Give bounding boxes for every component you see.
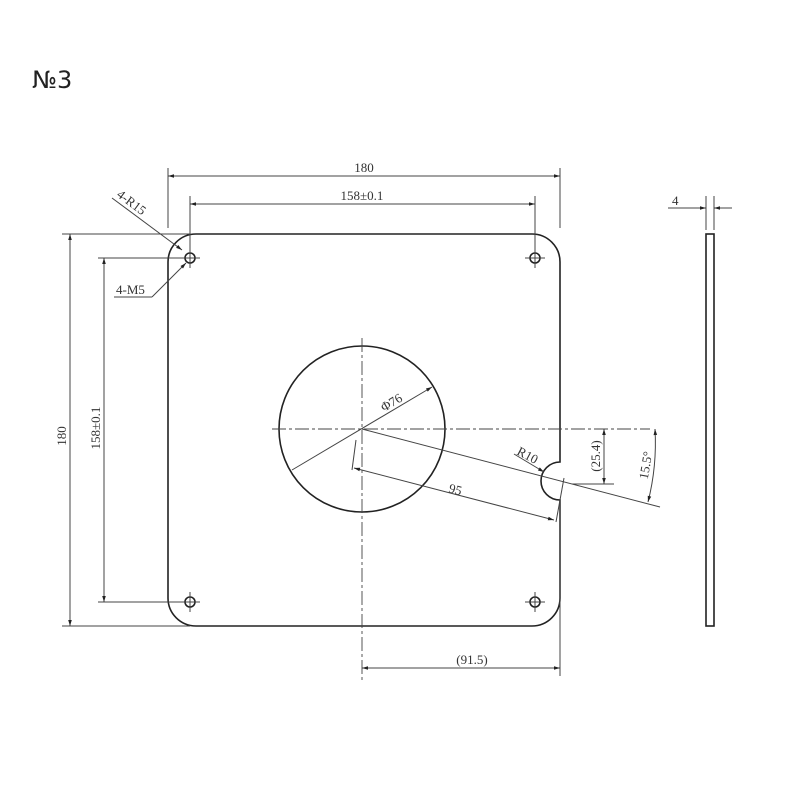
svg-text:95: 95 [447, 480, 463, 498]
svg-text:(25.4): (25.4) [588, 440, 603, 471]
hole-tr [525, 248, 545, 268]
svg-text:15.5°: 15.5° [636, 450, 656, 480]
hole-br [525, 592, 545, 612]
dim-overall-width: 180 [167, 160, 561, 228]
leader-corner-radius: 4-R15 [111, 186, 183, 251]
dim-center-to-edge: (91.5) [362, 500, 561, 676]
dim-notch: 95 R10 (25.4) 15.5° [351, 428, 661, 523]
svg-text:(91.5): (91.5) [456, 652, 487, 667]
hole-tl [180, 248, 200, 268]
svg-text:180: 180 [354, 160, 374, 175]
dim-hole-spacing-height: 158±0.1 [88, 257, 182, 603]
drawing-title: №3 [32, 66, 73, 94]
dim-hole-spacing-width: 158±0.1 [189, 188, 536, 250]
svg-text:R10: R10 [515, 443, 541, 466]
side-view: 4 [668, 193, 732, 627]
mounting-holes [180, 248, 545, 612]
leader-mounting-holes: 4-M5 [114, 262, 187, 298]
svg-text:4-M5: 4-M5 [116, 282, 145, 297]
svg-text:158±0.1: 158±0.1 [341, 188, 384, 203]
svg-text:158±0.1: 158±0.1 [88, 407, 103, 450]
svg-text:Φ76: Φ76 [378, 390, 405, 415]
hole-bl [180, 592, 200, 612]
svg-text:4: 4 [672, 193, 679, 208]
svg-text:180: 180 [54, 426, 69, 446]
dim-overall-height: 180 [54, 233, 190, 627]
